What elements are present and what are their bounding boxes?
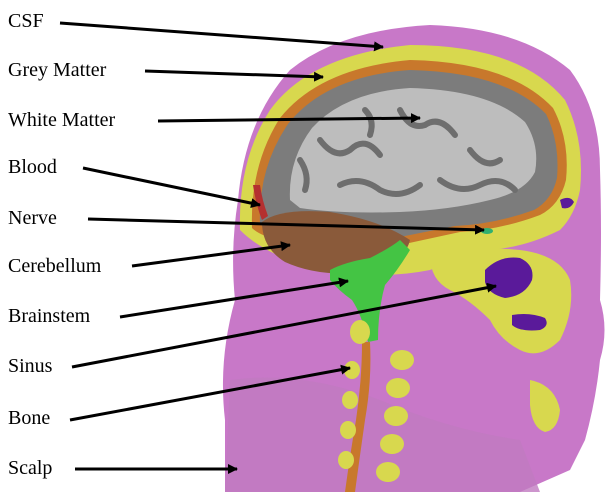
label-bone: Bone xyxy=(8,408,50,428)
label-nerve: Nerve xyxy=(8,208,57,228)
label-grey-matter: Grey Matter xyxy=(8,60,106,80)
label-brainstem: Brainstem xyxy=(8,306,90,326)
label-blood: Blood xyxy=(8,157,57,177)
label-sinus: Sinus xyxy=(8,356,52,376)
label-csf: CSF xyxy=(8,11,44,31)
label-cerebellum: Cerebellum xyxy=(8,256,101,276)
arrow-csf xyxy=(60,23,383,47)
label-scalp: Scalp xyxy=(8,458,52,478)
label-white-matter: White Matter xyxy=(8,110,115,130)
arrow-blood xyxy=(83,168,260,205)
